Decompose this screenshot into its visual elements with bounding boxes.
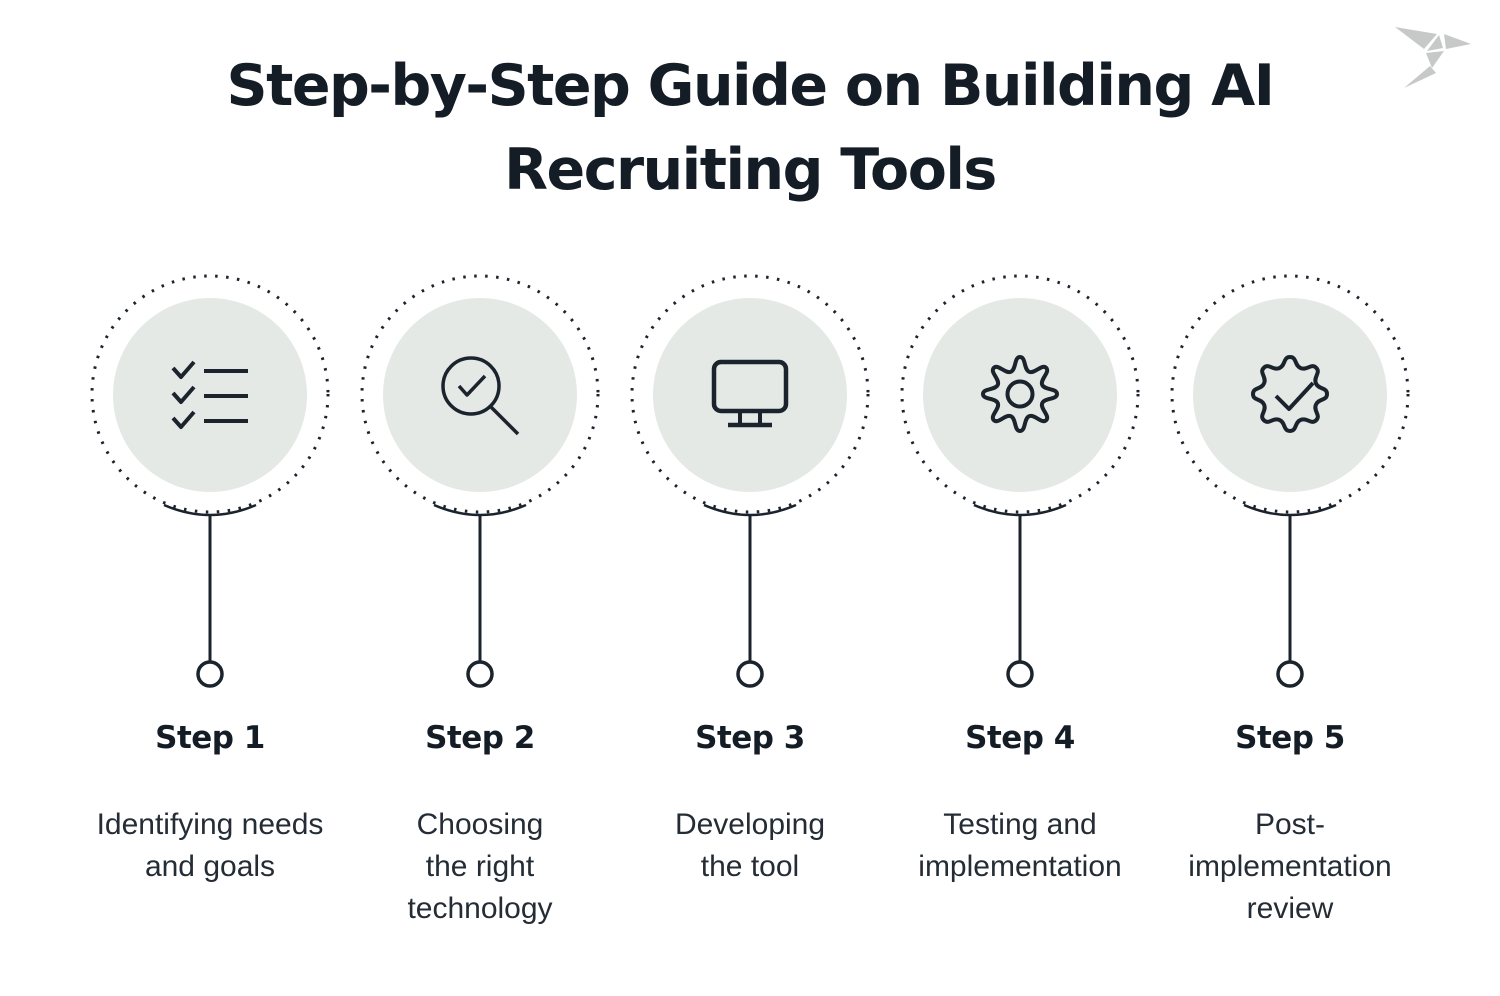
- connector-node: [196, 660, 224, 688]
- step-column-1: Step 1 Identifying needs and goals: [75, 272, 345, 930]
- circle-background: [383, 298, 577, 492]
- connector-arc: [1243, 503, 1337, 517]
- step-2-description: Choosing the right technology: [407, 808, 553, 925]
- step-4-description: Testing and implementation: [918, 808, 1122, 883]
- step-column-2: Step 2 Choosing the right technology: [345, 272, 615, 930]
- dotted-circle: [630, 274, 870, 514]
- search-check-icon: [441, 356, 520, 436]
- step-column-4: Step 4 Testing and implementation: [885, 272, 1155, 930]
- badge-check-icon: [1251, 355, 1329, 433]
- page-title: Step-by-Step Guide on Building AI Recrui…: [226, 53, 1275, 203]
- step-3-description: Developing the tool: [674, 808, 826, 883]
- step-4-graphic: [900, 274, 1140, 688]
- checklist-icon: [171, 360, 248, 429]
- steps-row: Step 1 Identifying needs and goals Step …: [0, 272, 1500, 930]
- step-5-description: Post- implementation review: [1188, 808, 1392, 925]
- connector-arc: [433, 503, 527, 517]
- dotted-circle: [1170, 274, 1410, 514]
- step-5-graphic: [1170, 274, 1410, 688]
- connector-arc: [163, 503, 257, 517]
- dotted-circle: [900, 274, 1140, 514]
- connector-node: [736, 660, 764, 688]
- dotted-circle: [90, 274, 330, 514]
- connector-node: [1276, 660, 1304, 688]
- step-column-3: Step 3 Developing the tool: [615, 272, 885, 930]
- step-4-label: Step 4: [965, 720, 1075, 756]
- monitor-icon: [711, 359, 789, 428]
- connector-arc: [973, 503, 1067, 517]
- step-3-graphic: [630, 274, 870, 688]
- circle-background: [653, 298, 847, 492]
- step-3-label: Step 3: [695, 720, 805, 756]
- connector-node: [1006, 660, 1034, 688]
- step-column-5: Step 5 Post- implementation review: [1155, 272, 1425, 930]
- origami-bird-icon: [1395, 27, 1471, 88]
- dotted-circle: [360, 274, 600, 514]
- gear-icon: [981, 355, 1059, 433]
- connector-node: [466, 660, 494, 688]
- step-1-label: Step 1: [155, 720, 265, 756]
- step-2-label: Step 2: [425, 720, 535, 756]
- circle-background: [1193, 298, 1387, 492]
- connector-arc: [703, 503, 797, 517]
- step-5-label: Step 5: [1235, 720, 1345, 756]
- step-2-graphic: [360, 274, 600, 688]
- step-1-graphic: [90, 274, 330, 688]
- step-1-description: Identifying needs and goals: [96, 808, 324, 883]
- circle-background: [923, 298, 1117, 492]
